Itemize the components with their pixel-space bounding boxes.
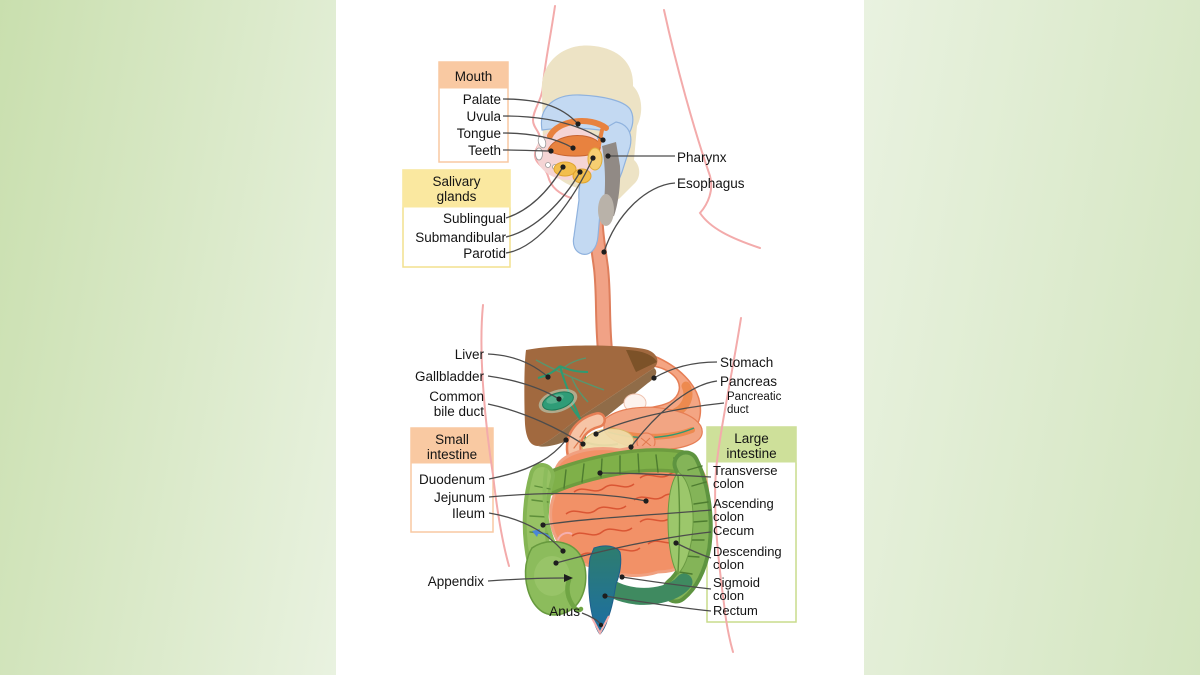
- label-sigmoid-colon: Sigmoid colon: [713, 575, 760, 603]
- label-submandibular: Submandibular: [415, 230, 506, 245]
- salivary-box-header: Salivary glands: [432, 174, 481, 205]
- label-box-frames: [402, 61, 797, 623]
- label-descending-colon: Descending colon: [713, 544, 782, 572]
- label-teeth: Teeth: [467, 143, 501, 158]
- label-transverse-colon: Transverse colon: [713, 463, 778, 491]
- label-tongue: Tongue: [456, 126, 501, 141]
- left-green-gradient-panel: [0, 0, 336, 675]
- label-common-bile-duct: Common bile duct: [429, 389, 484, 420]
- label-gallbladder: Gallbladder: [414, 369, 484, 384]
- leader-lines: [487, 98, 725, 625]
- appendix-arrowhead: [564, 574, 573, 582]
- label-ileum: Ileum: [451, 506, 485, 521]
- sublingual-gland: [553, 161, 577, 177]
- label-pancreatic-duct: Pancreatic duct: [727, 391, 782, 416]
- appendix-organ: [565, 577, 584, 613]
- label-ascending-colon: Ascending colon: [713, 496, 774, 524]
- leader-dots: [540, 121, 679, 628]
- label-jejunum: Jejunum: [433, 490, 485, 505]
- label-duodenum: Duodenum: [418, 472, 485, 487]
- mouth-box-header: Mouth: [454, 69, 493, 84]
- right-green-gradient-panel: [864, 0, 1200, 675]
- label-rectum: Rectum: [713, 603, 758, 618]
- small-intestine-box-header: Small intestine: [426, 432, 478, 463]
- label-anus: Anus: [549, 604, 580, 619]
- label-liver: Liver: [454, 347, 484, 362]
- pharynx-lower-shade: [598, 194, 614, 226]
- digestive-system-artwork: [402, 5, 797, 653]
- label-cecum: Cecum: [713, 523, 755, 538]
- label-stomach: Stomach: [720, 355, 774, 370]
- label-parotid: Parotid: [463, 246, 506, 261]
- uvula: [597, 128, 604, 147]
- label-pancreas: Pancreas: [720, 374, 778, 389]
- label-palate: Palate: [462, 92, 501, 107]
- label-uvula: Uvula: [466, 109, 501, 124]
- anus-opening: [591, 615, 610, 636]
- diagram-white-panel: Mouth Palate Uvula Tongue Teeth Salivary…: [336, 0, 864, 675]
- large-intestine-box-header: Large intestine: [726, 431, 777, 462]
- label-esophagus: Esophagus: [677, 176, 745, 191]
- label-sublingual: Sublingual: [442, 211, 506, 226]
- label-pharynx: Pharynx: [677, 150, 727, 165]
- liver-organ: [524, 345, 658, 447]
- label-appendix: Appendix: [427, 574, 484, 589]
